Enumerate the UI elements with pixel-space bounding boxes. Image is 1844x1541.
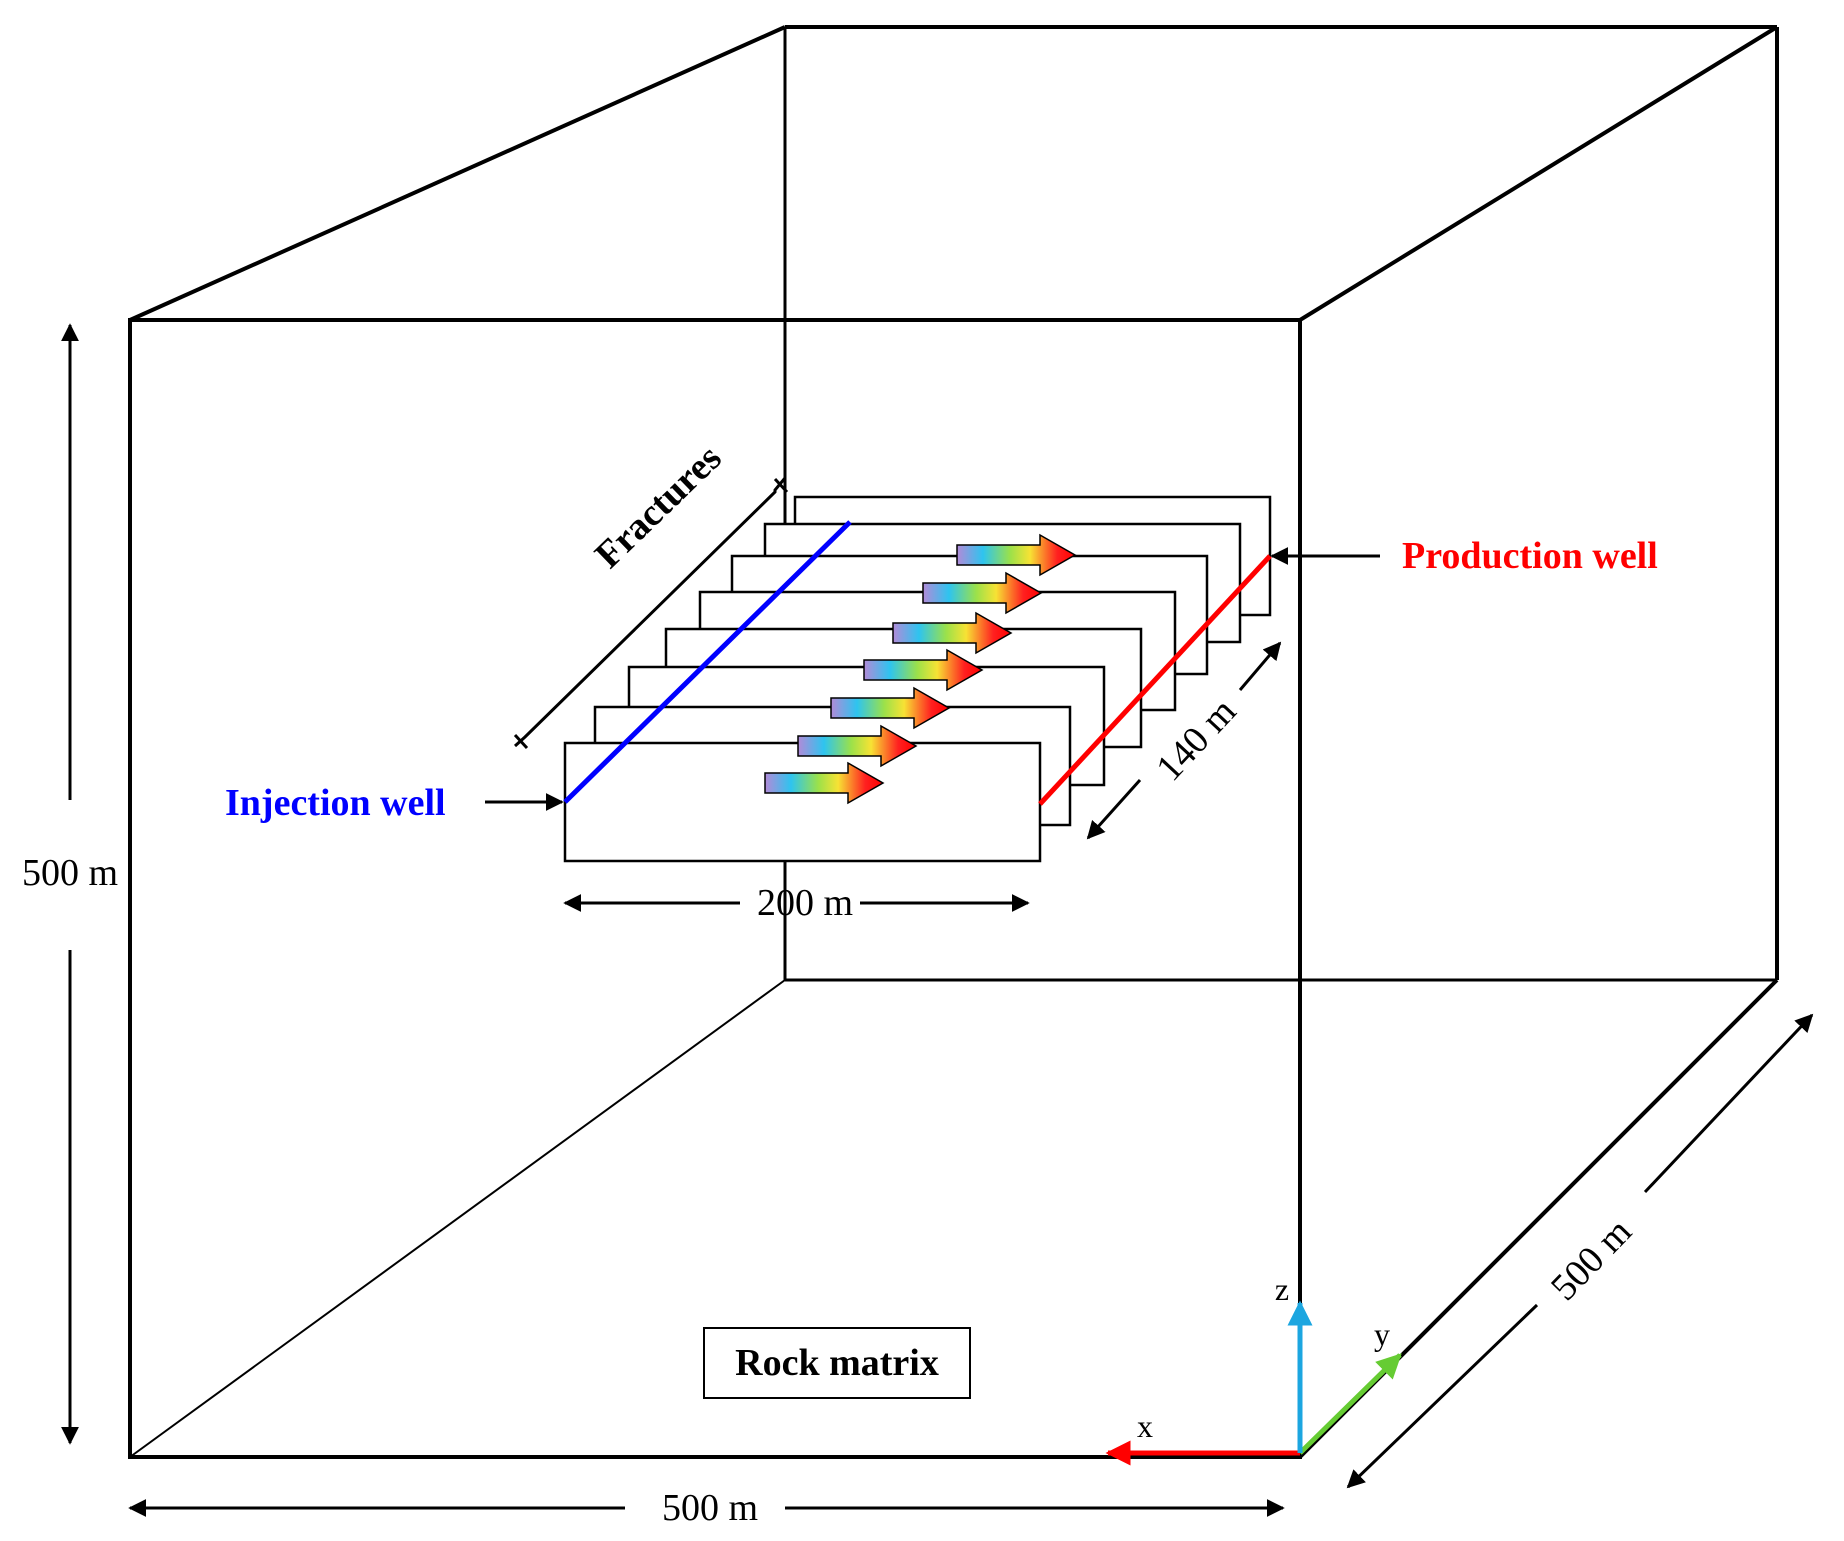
coordinate-axes: x y z [1105, 1271, 1402, 1466]
fractures-bracket-end [513, 733, 529, 750]
injection-well-line [563, 520, 852, 804]
dimension-height-label: 500 m [22, 852, 118, 894]
flow-arrows [764, 533, 1077, 805]
axis-y-label: y [1374, 1316, 1390, 1352]
fractures-bracket-end [773, 477, 789, 494]
cube-hidden-edge-depth [129, 979, 786, 1458]
flow-arrow [830, 686, 951, 730]
dimension-140m-upper [1238, 641, 1282, 691]
cube-top-left-edge [129, 25, 786, 322]
flow-arrow [797, 724, 918, 768]
dimension-140m-lower [1086, 778, 1142, 840]
flow-arrow [922, 571, 1043, 615]
rock-matrix-box [703, 1327, 971, 1399]
cube-front-face [128, 318, 1302, 1459]
flow-arrow [863, 648, 984, 692]
rock-matrix-label: Rock matrix [735, 1342, 939, 1384]
production-well-label: Production well [1402, 535, 1658, 577]
dimension-width-label: 500 m [662, 1487, 758, 1529]
axis-z-label: z [1275, 1271, 1289, 1307]
axis-x-label: x [1137, 1408, 1153, 1444]
fractures-bracket [513, 477, 787, 748]
dimension-200m-label: 200 m [757, 882, 853, 924]
production-well-line [1038, 554, 1272, 806]
flow-arrow [892, 611, 1013, 655]
fracture-panel [563, 741, 1042, 863]
axis-y-arrow [1298, 1353, 1402, 1455]
dimension-depth-label: 500 m [1543, 1211, 1640, 1309]
flow-arrow [764, 761, 885, 805]
flow-arrow [956, 533, 1077, 577]
cube-top-right-edge [1298, 25, 1779, 322]
injection-well-label: Injection well [225, 782, 446, 824]
dimension-depth-lower [1346, 1303, 1539, 1489]
dimension-depth-upper [1643, 1013, 1814, 1194]
